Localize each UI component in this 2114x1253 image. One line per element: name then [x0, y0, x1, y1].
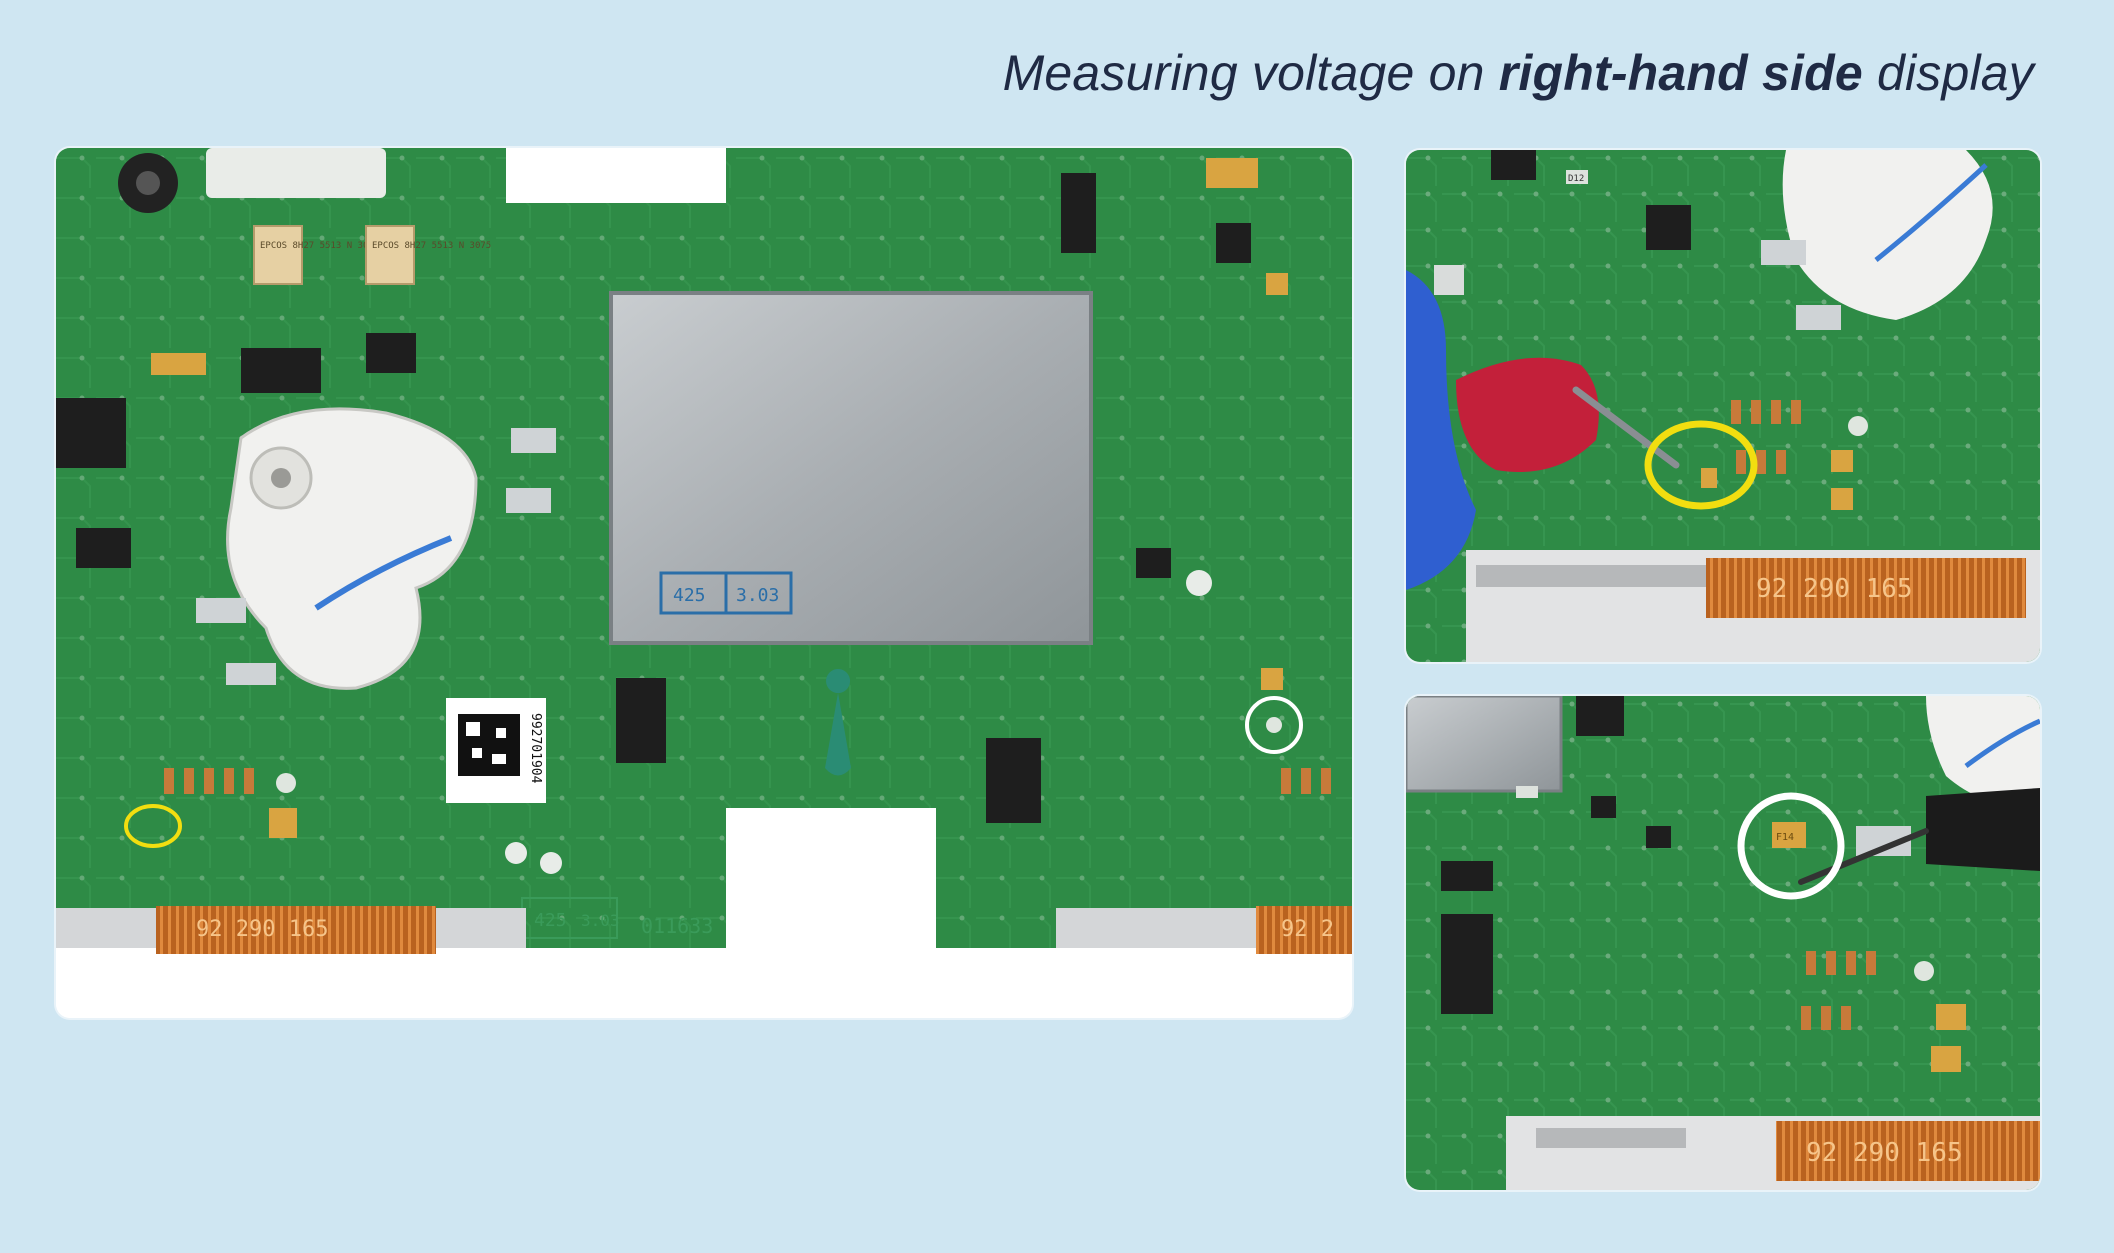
- closeup-white-photo: F14 92 290 165: [1406, 696, 2040, 1190]
- tantalum-cap: [269, 808, 297, 838]
- title-emphasis: right-hand side: [1498, 45, 1863, 101]
- ic-chip: [986, 738, 1041, 823]
- page-title: Measuring voltage on right-hand side dis…: [1003, 44, 2034, 102]
- test-pad: [1266, 717, 1282, 733]
- svg-text:3.03: 3.03: [581, 911, 620, 930]
- svg-text:EPCOS 8H27 5513 N 3075: EPCOS 8H27 5513 N 3075: [260, 241, 379, 251]
- connector: [206, 148, 386, 198]
- test-pad: [1186, 570, 1212, 596]
- ic-chip: [76, 528, 131, 568]
- barcode-label: 992701904: [446, 698, 546, 803]
- title-prefix: Measuring voltage on: [1002, 45, 1499, 101]
- ic-chip: [241, 348, 321, 393]
- coil-right: 92 2: [1056, 906, 1352, 954]
- ic-chip: [1216, 223, 1251, 263]
- test-pad: [505, 842, 527, 864]
- test-pad: [276, 773, 296, 793]
- metal-shield: [1406, 696, 1563, 793]
- svg-text:EPCOS 8H27 5513 N 3075: EPCOS 8H27 5513 N 3075: [372, 241, 491, 251]
- red-probe: [1456, 357, 1680, 472]
- tantalum-cap: [1266, 273, 1288, 295]
- tantalum-cap: [1772, 822, 1806, 848]
- svg-text:992701904: 992701904: [528, 713, 543, 784]
- stepper-motor: [196, 407, 556, 690]
- ic-chip: [366, 333, 416, 373]
- svg-text:425: 425: [673, 585, 706, 606]
- coil: 92 290 165: [1776, 1121, 2040, 1181]
- shield-stamp: 425 3.03: [659, 571, 793, 615]
- ic-chip: [616, 678, 666, 763]
- tantalum-cap: [1206, 158, 1258, 188]
- ic-chip: [1441, 914, 1493, 1014]
- metal-shield: [609, 291, 1093, 645]
- svg-text:D12: D12: [1568, 174, 1584, 184]
- svg-text:F14: F14: [1776, 832, 1794, 843]
- yellow-marker: [1644, 420, 1758, 510]
- ic-chip: [1491, 150, 1536, 180]
- ic-chip: [1136, 548, 1171, 578]
- inductor-1: EPCOS 8H27 5513 N 3075: [253, 225, 379, 285]
- ic-chip: [1441, 861, 1493, 891]
- mounting-hole: [825, 669, 851, 776]
- ic-chip: [1061, 173, 1096, 253]
- test-pad: [540, 852, 562, 874]
- tantalum-cap: [1261, 668, 1283, 690]
- title-suffix: display: [1862, 45, 2034, 101]
- svg-text:92 290 165: 92 290 165: [196, 917, 328, 942]
- svg-text:92 2: 92 2: [1281, 917, 1334, 942]
- svg-text:011633: 011633: [641, 914, 713, 938]
- yellow-marker: [124, 804, 182, 848]
- ic-chip: [1646, 205, 1691, 250]
- svg-text:92 290 165: 92 290 165: [1806, 1138, 1963, 1168]
- main-board-photo: 425 3.03 EPCOS 8H27 5513 N 3075 EPCOS 8H…: [56, 148, 1352, 1018]
- glove: [1406, 270, 1476, 590]
- ic-chip: [56, 398, 126, 468]
- ic-chip: [1576, 696, 1624, 736]
- coil-left: 92 290 165: [56, 906, 526, 954]
- svg-text:92 290 165: 92 290 165: [1756, 574, 1913, 604]
- svg-text:3.03: 3.03: [736, 585, 779, 606]
- closeup-yellow-photo: D12 92 290 165: [1406, 150, 2040, 662]
- white-marker: [1245, 696, 1303, 754]
- inductor-2: EPCOS 8H27 5513 N 3075: [365, 225, 491, 285]
- tantalum-cap: [151, 353, 206, 375]
- black-probe: [1798, 788, 2040, 885]
- white-marker: [1737, 792, 1845, 900]
- svg-text:425: 425: [534, 910, 567, 931]
- stepper-motor: [1782, 150, 1993, 320]
- coil: 92 290 165: [1706, 558, 2026, 618]
